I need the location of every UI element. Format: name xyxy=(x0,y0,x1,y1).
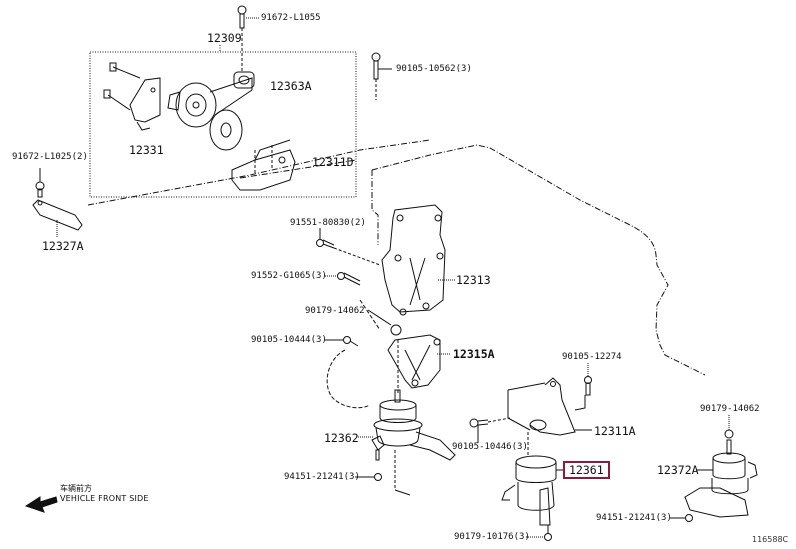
part-label-90105-12274[interactable]: 90105-12274 xyxy=(562,352,622,362)
part-label-90105-10446[interactable]: 90105-10446(3) xyxy=(452,442,528,452)
part-label-12331[interactable]: 12331 xyxy=(129,143,164,157)
part-label-12313[interactable]: 12313 xyxy=(456,273,491,287)
part-12311A-bracket xyxy=(508,378,592,435)
part-label-90105-10444[interactable]: 90105-10444(3) xyxy=(251,335,327,345)
bolt-91672-L1025 xyxy=(36,168,44,197)
bolt-90105-10562 xyxy=(372,53,392,100)
part-12331-bracket xyxy=(104,63,160,130)
part-label-12315A[interactable]: 12315A xyxy=(453,347,495,361)
part-label-91672-L1025[interactable]: 91672-L1025(2) xyxy=(12,152,88,162)
part-label-12362[interactable]: 12362 xyxy=(324,431,359,445)
part-12361-mount xyxy=(502,432,567,541)
front-label-english: VEHICLE FRONT SIDE xyxy=(60,494,149,503)
part-12313-bracket xyxy=(382,205,455,315)
bolt-91672-L1055 xyxy=(238,6,260,72)
part-12327A-strap xyxy=(33,200,82,238)
part-label-12309[interactable]: 12309 xyxy=(207,31,242,45)
bolt-90105-10444 xyxy=(325,337,358,347)
bolt-90105-12274 xyxy=(585,363,592,395)
part-12315A-bracket xyxy=(388,335,450,395)
front-arrow-icon xyxy=(26,497,57,512)
part-label-90179-14062-right[interactable]: 90179-14062 xyxy=(700,404,760,414)
part-label-12327A[interactable]: 12327A xyxy=(42,239,84,253)
part-label-12311D[interactable]: 12311D xyxy=(312,155,354,169)
bolt-91551-80830 xyxy=(317,228,381,265)
engine-outline xyxy=(88,140,705,375)
part-12362-mount xyxy=(356,390,455,495)
part-12363A-rod xyxy=(168,72,254,127)
part-label-90179-14062-upper[interactable]: 90179-14062 xyxy=(305,306,365,316)
part-label-91551-80830[interactable]: 91551-80830(2) xyxy=(290,218,366,228)
part-label-12372A[interactable]: 12372A xyxy=(657,463,699,477)
nut-90179-14062 xyxy=(368,310,401,335)
transmission-outline xyxy=(327,300,380,408)
part-label-12311A[interactable]: 12311A xyxy=(594,424,636,438)
part-label-12361-highlighted[interactable]: 12361 xyxy=(563,461,610,479)
part-12311D-bracket xyxy=(232,140,295,190)
part-washer-disk xyxy=(210,110,242,150)
part-label-94151-21241-left[interactable]: 94151-21241(3) xyxy=(284,472,360,482)
subassembly-box-12309 xyxy=(90,45,356,197)
part-label-91552-G1065[interactable]: 91552-G1065(3) xyxy=(251,271,327,281)
part-12372A-mount xyxy=(670,415,757,522)
part-label-91672-L1055[interactable]: 91672-L1055 xyxy=(261,13,321,23)
reference-code: 116588C xyxy=(752,535,789,544)
front-label-chinese: 车辆前方 xyxy=(60,484,92,493)
part-label-90105-10562[interactable]: 90105-10562(3) xyxy=(396,64,472,74)
bolt-90105-10446 xyxy=(470,418,510,443)
bolt-91552-G1065 xyxy=(325,273,360,286)
part-label-94151-21241-right[interactable]: 94151-21241(3) xyxy=(596,513,672,523)
part-label-90179-10176[interactable]: 90179-10176(3) xyxy=(454,532,530,542)
nut-94151-21241-left xyxy=(355,474,382,481)
part-label-12363A[interactable]: 12363A xyxy=(270,79,312,93)
